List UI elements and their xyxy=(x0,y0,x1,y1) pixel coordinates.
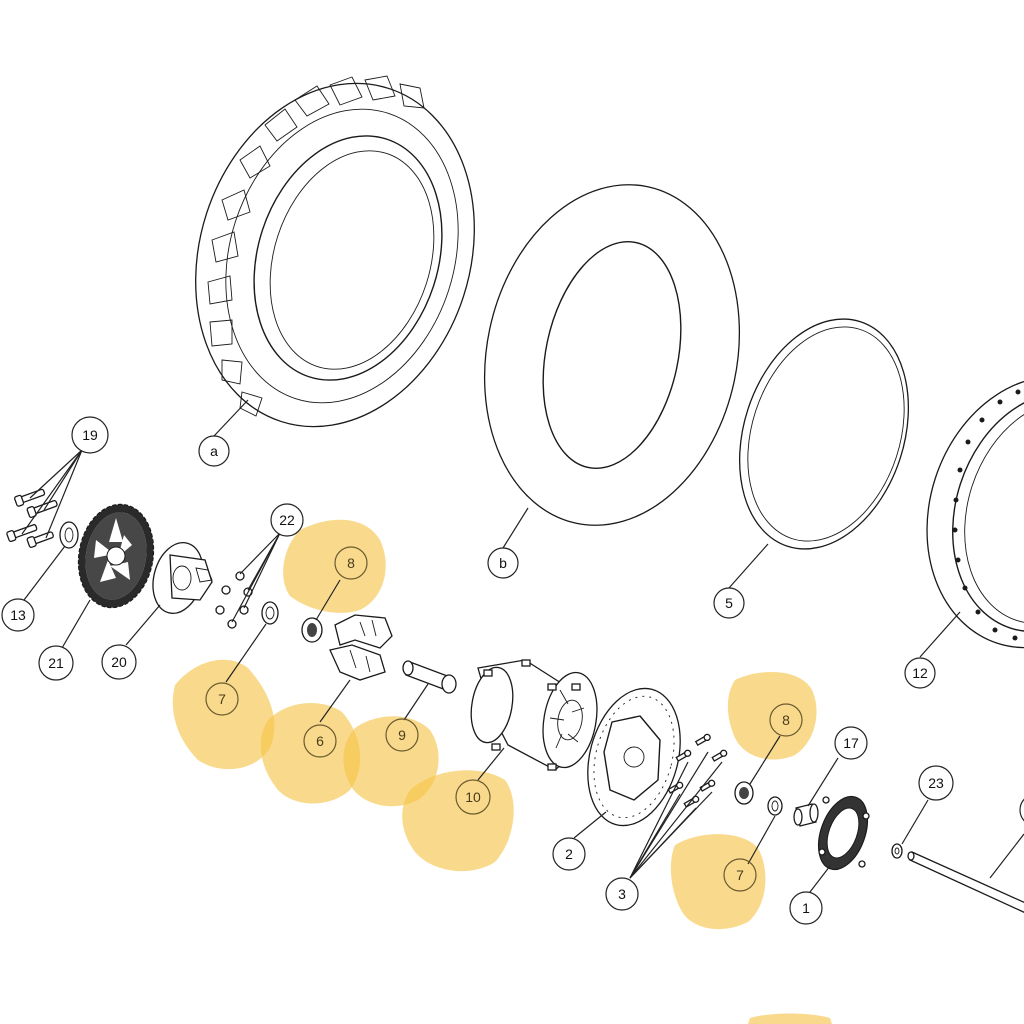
wheel-hub xyxy=(470,659,598,771)
callout-21: 21 xyxy=(38,645,74,681)
svg-text:19: 19 xyxy=(82,427,98,443)
callout-7-right: 7 xyxy=(723,858,757,892)
callout-10: 10 xyxy=(455,779,491,815)
leader-lines xyxy=(21,399,1024,893)
callout-2: 2 xyxy=(552,837,586,871)
svg-text:10: 10 xyxy=(465,789,481,805)
abs-tone-ring xyxy=(817,795,870,871)
svg-text:23: 23 xyxy=(928,775,944,791)
callout-20: 20 xyxy=(101,644,137,680)
wheel-axle xyxy=(907,851,1024,913)
rim xyxy=(926,375,1024,649)
svg-text:5: 5 xyxy=(725,595,733,611)
callout-7-left: 7 xyxy=(205,682,239,716)
highlight-patch-8-right xyxy=(727,671,817,760)
bearing-top xyxy=(301,617,323,643)
highlight-patch-8-top xyxy=(283,519,386,613)
callout-1: 1 xyxy=(789,891,823,925)
svg-text:a: a xyxy=(210,443,218,459)
highlight-patches xyxy=(172,519,832,1024)
callout-3: 3 xyxy=(605,877,639,911)
svg-text:8: 8 xyxy=(782,712,790,728)
spacer-17 xyxy=(793,803,819,827)
washer-23 xyxy=(891,843,903,859)
svg-text:3: 3 xyxy=(618,886,626,902)
callout-5: 5 xyxy=(713,587,745,619)
highlight-patch-7-right xyxy=(670,834,766,930)
callout-a: a xyxy=(198,435,230,467)
brake-disc xyxy=(587,687,681,827)
inner-tube xyxy=(483,184,741,526)
bearing-right xyxy=(734,781,754,805)
callout-partial-right xyxy=(1019,798,1024,822)
rim-spoke-holes xyxy=(952,389,1021,641)
callout-22: 22 xyxy=(270,503,304,537)
svg-text:17: 17 xyxy=(843,735,859,751)
callout-13: 13 xyxy=(1,598,35,632)
callout-b: b xyxy=(487,547,519,579)
sprocket-carrier xyxy=(152,542,213,614)
svg-text:22: 22 xyxy=(279,512,295,528)
callout-8-right: 8 xyxy=(769,703,803,737)
oil-seal-left xyxy=(261,601,279,625)
svg-text:12: 12 xyxy=(912,665,928,681)
callout-19: 19 xyxy=(71,416,109,454)
tyre-tread xyxy=(207,75,425,417)
svg-text:2: 2 xyxy=(565,846,573,862)
callouts: a b 5 12 19 22 13 21 xyxy=(1,416,1024,925)
svg-text:13: 13 xyxy=(10,607,26,623)
callout-17: 17 xyxy=(834,726,868,760)
svg-text:7: 7 xyxy=(736,867,744,883)
hub-studs xyxy=(483,659,581,771)
highlight-patch-9 xyxy=(343,716,439,807)
svg-text:b: b xyxy=(499,555,507,571)
sprocket-bolts xyxy=(6,488,58,548)
svg-text:8: 8 xyxy=(347,555,355,571)
callout-6: 6 xyxy=(303,724,337,758)
svg-text:9: 9 xyxy=(398,727,406,743)
svg-text:7: 7 xyxy=(218,691,226,707)
highlight-patch-bottom-edge xyxy=(748,1013,832,1024)
callout-23: 23 xyxy=(918,765,954,801)
spacer-9 xyxy=(402,660,457,694)
cush-drive-rubbers xyxy=(329,614,393,681)
sprocket xyxy=(77,503,155,609)
washer-13 xyxy=(59,521,79,549)
rim-band xyxy=(738,318,910,550)
disc-bolts xyxy=(667,733,728,808)
tyre xyxy=(195,75,475,428)
svg-text:6: 6 xyxy=(316,733,324,749)
svg-text:20: 20 xyxy=(111,654,127,670)
oil-seal-right xyxy=(767,796,783,816)
callout-12: 12 xyxy=(904,657,936,689)
callout-9: 9 xyxy=(385,718,419,752)
nuts-22 xyxy=(215,571,253,629)
svg-text:21: 21 xyxy=(48,655,64,671)
highlight-patch-10 xyxy=(402,770,514,872)
callout-8-top: 8 xyxy=(334,546,368,580)
svg-text:1: 1 xyxy=(802,900,810,916)
